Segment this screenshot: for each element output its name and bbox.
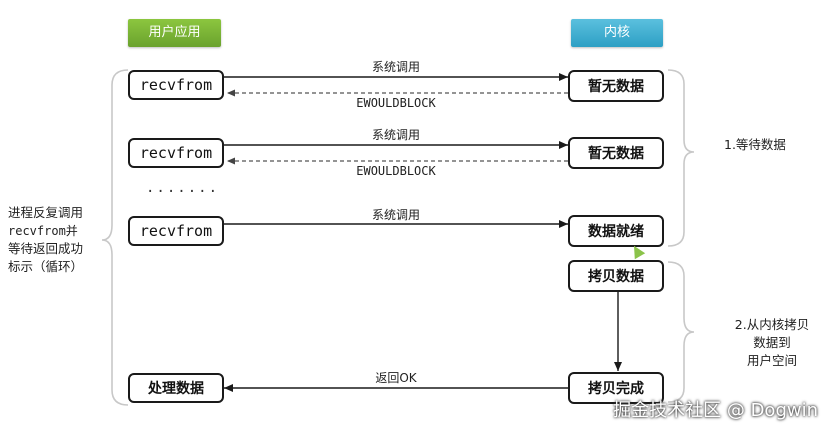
- recvfrom-box-3: recvfrom: [128, 216, 224, 246]
- phase-2-line-1: 2.从内核拷贝: [734, 317, 810, 332]
- left-note-line-4: 标示（循环）: [8, 259, 84, 274]
- left-note-line-1: 进程反复调用: [8, 205, 84, 220]
- label-syscall-2: 系统调用: [371, 128, 420, 142]
- label-return-ok: 返回OK: [375, 371, 417, 385]
- left-note-line-3: 等待返回成功: [8, 241, 84, 256]
- header-user-app: 用户应用: [128, 19, 221, 47]
- label-ewouldblock-1: EWOULDBLOCK: [356, 96, 436, 110]
- label-ewouldblock-2: EWOULDBLOCK: [356, 164, 436, 178]
- kernel-copy-done-box: 拷贝完成: [568, 372, 664, 404]
- watermark: 掘金技术社区 @ Dogwin: [613, 400, 818, 421]
- process-data-box: 处理数据: [128, 373, 224, 403]
- right-brace-phase-2: [667, 261, 695, 403]
- kernel-data-ready-box: 数据就绪: [568, 215, 664, 247]
- ellipsis: .......: [146, 180, 220, 196]
- left-note: 进程反复调用 recvfrom并 等待返回成功 标示（循环）: [8, 204, 104, 276]
- phase-2-line-2: 数据到: [753, 335, 791, 350]
- label-syscall-3: 系统调用: [371, 208, 420, 222]
- header-kernel: 内核: [571, 19, 663, 47]
- recvfrom-box-2: recvfrom: [128, 138, 224, 168]
- kernel-no-data-box-2: 暂无数据: [568, 137, 664, 169]
- phase-2-label: 2.从内核拷贝 数据到 用户空间: [722, 316, 822, 370]
- label-syscall-1: 系统调用: [371, 60, 420, 74]
- recvfrom-box-1: recvfrom: [128, 70, 224, 100]
- left-brace: [101, 69, 129, 406]
- phase-1-label: 1.等待数据: [724, 137, 786, 152]
- kernel-no-data-box-1: 暂无数据: [568, 70, 664, 102]
- phase-2-line-3: 用户空间: [746, 353, 797, 368]
- kernel-copy-data-box: 拷贝数据: [568, 260, 664, 292]
- right-brace-phase-1: [667, 69, 695, 247]
- left-note-line-2: recvfrom并: [8, 224, 78, 238]
